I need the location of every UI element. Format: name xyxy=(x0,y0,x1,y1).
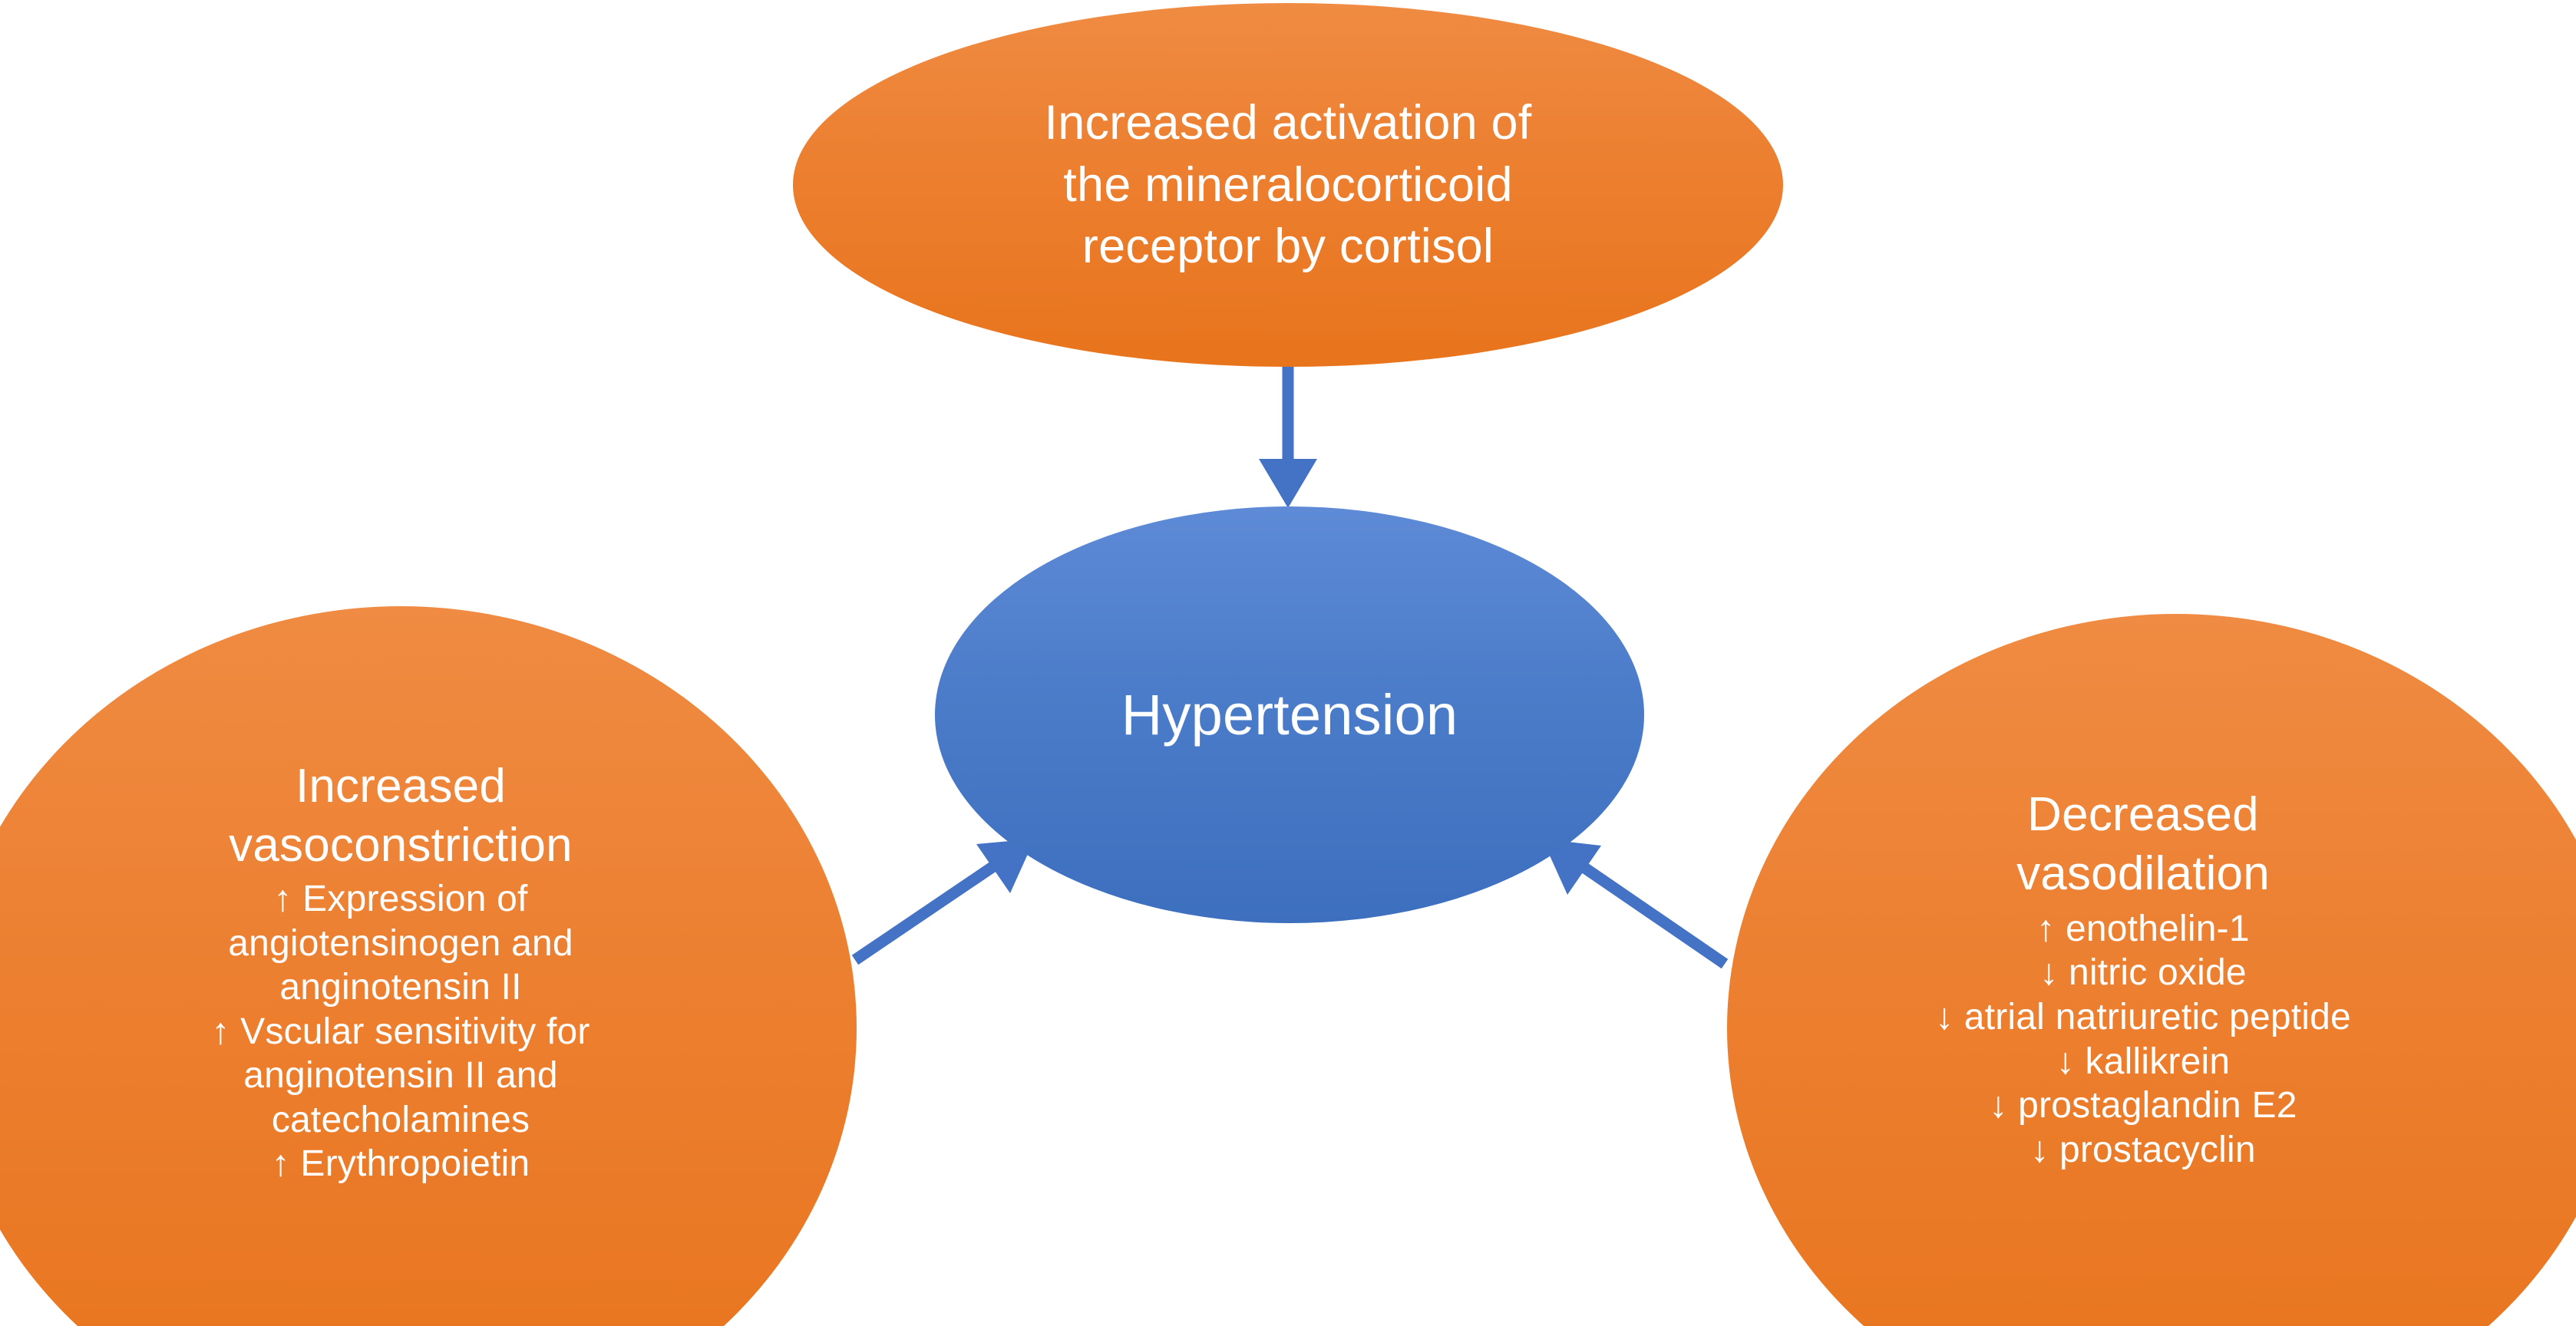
node-increased-vasoconstriction[interactable]: Increased vasoconstriction ↑ Expression … xyxy=(0,606,857,1326)
node-left-heading-line-1: Increased xyxy=(295,759,507,813)
node-increased-mineralocorticoid-activation[interactable]: Increased activation of the mineralocort… xyxy=(793,3,1783,367)
node-left-detail: ↑ Expression of angiotensinogen and angi… xyxy=(63,877,738,1186)
node-top-line-1: Increased activation of xyxy=(1044,96,1532,150)
node-right-heading: Decreased vasodilation xyxy=(1798,785,2488,904)
node-right-heading-line-1: Decreased xyxy=(2027,787,2259,841)
arrow-right-to-center xyxy=(1542,839,1729,969)
node-right-detail: ↑ enothelin-1 ↓ nitric oxide ↓ atrial na… xyxy=(1798,907,2488,1173)
node-right-heading-line-2: vasodilation xyxy=(2016,847,2270,901)
node-top-line-2: the mineralocorticoid xyxy=(1063,157,1513,212)
node-right-detail-line-5: ↓ prostaglandin E2 xyxy=(1989,1085,2297,1126)
node-left-detail-line-7: ↑ Erythropoietin xyxy=(271,1143,530,1185)
node-right-text: Decreased vasodilation ↑ enothelin-1 ↓ n… xyxy=(1798,785,2555,1272)
node-left-heading: Increased vasoconstriction xyxy=(63,757,738,876)
node-top-line-3: receptor by cortisol xyxy=(1082,219,1494,274)
node-right-detail-line-2: ↓ nitric oxide xyxy=(2039,952,2247,994)
node-left-text: Increased vasoconstriction ↑ Expression … xyxy=(63,757,738,1300)
node-right-detail-line-6: ↓ prostacyclin xyxy=(2030,1129,2256,1170)
arrow-left-to-center xyxy=(851,839,1035,965)
node-decreased-vasodilation[interactable]: Decreased vasodilation ↑ enothelin-1 ↓ n… xyxy=(1727,614,2576,1326)
node-right-detail-line-3: ↓ atrial natriuretic peptide xyxy=(1935,996,2351,1037)
arrow-top-to-center xyxy=(1259,365,1317,508)
node-center-label: Hypertension xyxy=(1121,682,1458,747)
node-left-heading-line-2: vasoconstriction xyxy=(229,819,573,872)
node-left-detail-line-6: catecholamines xyxy=(271,1099,530,1140)
node-right-detail-line-1: ↑ enothelin-1 xyxy=(2036,908,2250,949)
node-hypertension[interactable]: Hypertension xyxy=(935,506,1644,923)
node-left-detail-line-2: angiotensinogen and xyxy=(228,922,573,964)
node-right-detail-line-4: ↓ kallikrein xyxy=(2056,1041,2231,1082)
node-top-text: Increased activation of the mineralocort… xyxy=(973,92,1603,278)
node-left-detail-line-3: anginotensin II xyxy=(279,967,522,1008)
node-left-detail-line-4: ↑ Vscular sensitivity for xyxy=(211,1011,590,1052)
node-left-detail-line-5: anginotensin II and xyxy=(243,1055,558,1097)
node-left-detail-line-1: ↑ Expression of xyxy=(273,878,528,919)
